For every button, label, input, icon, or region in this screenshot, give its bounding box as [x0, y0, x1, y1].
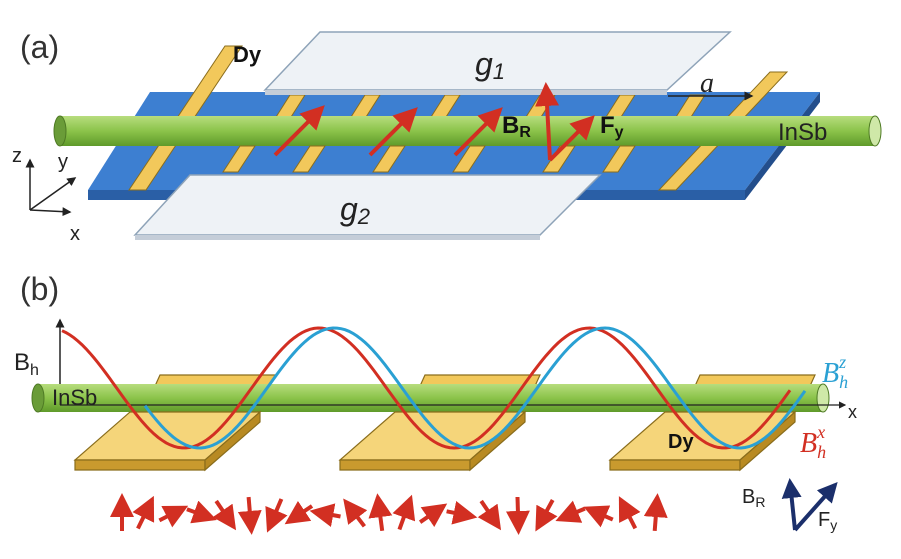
gate-g1-label: g1	[475, 46, 505, 84]
spacing-label: a	[700, 68, 714, 99]
field-arrow	[392, 494, 416, 531]
axes-triad	[25, 158, 77, 217]
dy-label-a: Dy	[233, 42, 262, 67]
field-arrow	[212, 499, 237, 531]
field-arrow	[158, 505, 189, 528]
field-arrow	[618, 496, 641, 530]
field-arrow	[284, 500, 314, 525]
br-arrows	[273, 82, 595, 162]
bhx-curve	[61, 326, 792, 450]
field-arrow	[477, 499, 502, 531]
field-arrow	[535, 499, 558, 532]
panel-b-label: (b)	[20, 271, 59, 307]
bh-axis-label: Bh	[14, 349, 39, 379]
field-arrow	[368, 493, 393, 532]
dy-label-b: Dy	[668, 431, 694, 453]
gate-g2-label: g2	[340, 191, 370, 229]
dy-plates-back	[154, 374, 816, 387]
field-arrow	[643, 493, 668, 532]
field-arrow	[186, 500, 217, 524]
bhx-label: Bhx	[800, 422, 826, 462]
axis-y-label: y	[58, 151, 68, 173]
field-arrow	[343, 498, 368, 528]
nanowire-label-a: InSb	[778, 119, 827, 146]
field-arrow	[446, 500, 478, 525]
dy-stripes-front	[222, 145, 636, 173]
br-label-a: BR	[502, 112, 531, 141]
br-label-b: BR	[742, 486, 765, 510]
field-arrow	[583, 505, 614, 528]
nanowire-b	[31, 383, 830, 413]
field-arrow	[505, 496, 530, 535]
field-arrow	[309, 503, 341, 527]
gate-g2	[133, 174, 602, 240]
bhz-label: Bhz	[822, 352, 848, 392]
field-arrow	[418, 503, 448, 528]
field-arrows	[110, 493, 668, 535]
field-arrow	[555, 500, 586, 523]
fy-label-a: Fy	[600, 112, 624, 141]
field-arrow	[265, 498, 288, 533]
panel-a-label: (a)	[20, 29, 59, 65]
x-axis-label-b: x	[848, 402, 857, 422]
field-arrow	[132, 495, 155, 530]
field-arrow	[237, 496, 262, 535]
gate-g1	[263, 31, 732, 95]
nanowire-label-b: InSb	[52, 385, 97, 410]
fy-label-b: Fy	[818, 509, 837, 533]
vector-key	[781, 478, 838, 532]
bhz-curve	[143, 326, 807, 450]
axis-z-label: z	[12, 145, 22, 167]
axis-x-label: x	[70, 223, 80, 245]
